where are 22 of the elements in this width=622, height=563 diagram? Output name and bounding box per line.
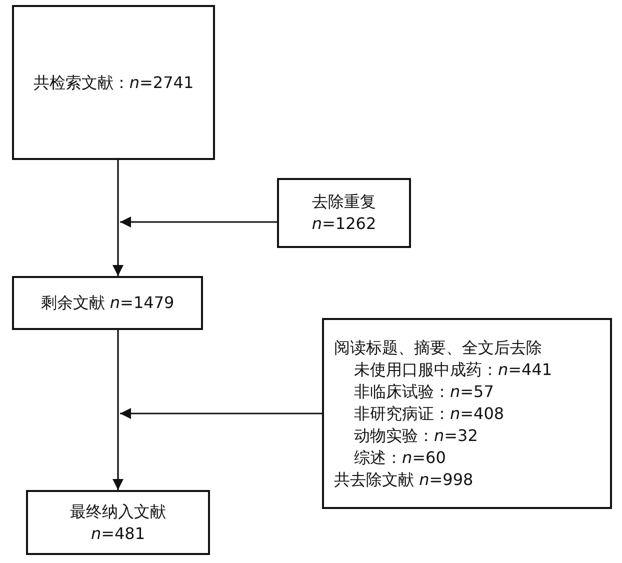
process-box xyxy=(12,5,215,160)
arrow xyxy=(120,216,277,228)
arrow xyxy=(120,408,322,420)
box-text: 未使用口服中成药：n=441 xyxy=(353,358,552,380)
process-box xyxy=(12,276,203,330)
box-text: 非研究病证：n=408 xyxy=(353,402,504,424)
arrow xyxy=(112,330,124,490)
box-text: n=481 xyxy=(90,522,146,544)
box-text: 非临床试验：n=57 xyxy=(353,380,494,402)
box-text: 共检索文献：n=2741 xyxy=(33,72,194,94)
box-text: 去除重复 xyxy=(312,191,376,213)
exclusion-box xyxy=(322,318,612,509)
arrow xyxy=(112,160,124,276)
process-box xyxy=(26,490,210,555)
box-text: 综述：n=60 xyxy=(353,446,446,468)
box-heading: 阅读标题、摘要、全文后去除 xyxy=(334,336,542,358)
box-text: 最终纳入文献 xyxy=(70,500,166,522)
box-text: 共去除文献 n=998 xyxy=(334,468,474,490)
box-text: 剩余文献 n=1479 xyxy=(40,292,174,314)
box-text: n=1262 xyxy=(312,213,376,235)
process-box xyxy=(277,178,411,248)
box-text: 动物实验：n=32 xyxy=(353,424,478,446)
